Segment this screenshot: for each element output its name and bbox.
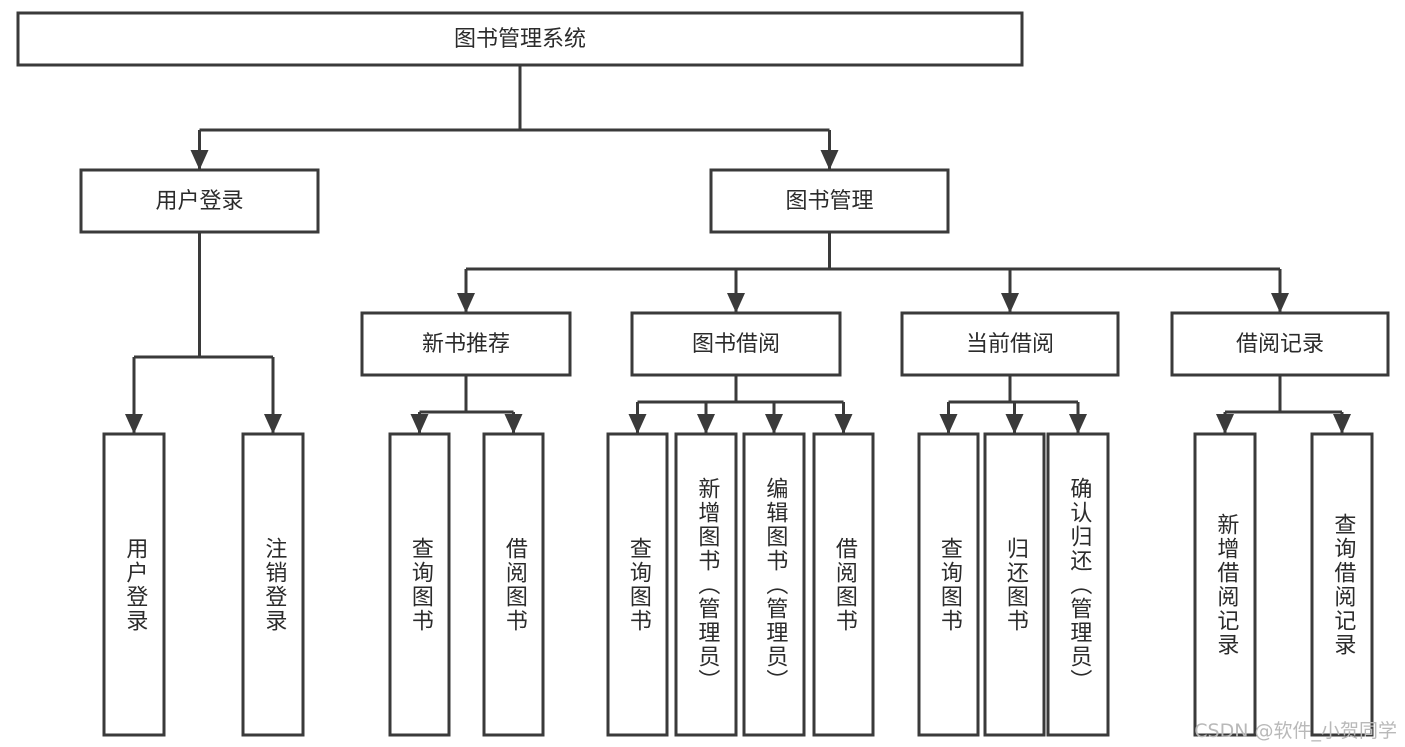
- arrow-head-icon: [1216, 414, 1234, 434]
- arrow-head-icon: [834, 414, 853, 434]
- node-box-leaf-query-book-a[interactable]: [388, 432, 451, 737]
- node-label-root: 图书管理系统: [454, 27, 586, 52]
- node-box-leaf-user-login[interactable]: [102, 432, 166, 737]
- node-box-leaf-confirm-return[interactable]: [1046, 432, 1110, 737]
- node-box-leaf-query-record[interactable]: [1310, 432, 1374, 737]
- node-box-leaf-borrow-book-a[interactable]: [482, 432, 545, 737]
- node-box-root[interactable]: [16, 11, 1024, 67]
- arrow-head-icon: [765, 414, 783, 434]
- node-box-leaf-return-book[interactable]: [983, 432, 1046, 737]
- node-box-leaf-logout[interactable]: [241, 432, 305, 737]
- node-label-borrow-record: 借阅记录: [1236, 332, 1324, 357]
- node-box-leaf-borrow-book-b[interactable]: [812, 432, 875, 737]
- arrow-head-icon: [820, 150, 839, 170]
- node-box-leaf-add-record[interactable]: [1193, 432, 1257, 737]
- node-label-user-login: 用户登录: [155, 189, 243, 214]
- node-label-current-borrow: 当前借阅: [966, 332, 1054, 357]
- arrow-head-icon: [939, 414, 958, 434]
- node-label-book-borrow: 图书借阅: [692, 332, 780, 357]
- node-box-leaf-query-book-c[interactable]: [917, 432, 980, 737]
- arrow-head-icon: [457, 293, 475, 313]
- watermark-text: CSDN @软件_小贺同学: [1194, 720, 1397, 742]
- node-box-leaf-query-book-b[interactable]: [606, 432, 669, 737]
- arrow-head-icon: [697, 414, 715, 434]
- arrow-head-icon: [410, 414, 429, 434]
- arrow-head-icon: [1001, 293, 1019, 313]
- arrow-head-icon: [727, 293, 745, 313]
- arrow-head-icon: [125, 414, 143, 434]
- node-box-leaf-add-book[interactable]: [674, 432, 738, 737]
- arrow-head-icon: [1271, 293, 1289, 313]
- node-box-book-borrow[interactable]: [630, 311, 842, 377]
- node-box-user-login[interactable]: [79, 168, 320, 234]
- arrow-head-icon: [1005, 414, 1024, 434]
- arrow-head-icon: [628, 414, 647, 434]
- node-label-new-book-rec: 新书推荐: [422, 332, 510, 357]
- box-layer: [16, 11, 1390, 737]
- edge-layer: [125, 65, 1351, 434]
- node-label-book-manage: 图书管理: [785, 189, 873, 214]
- node-box-book-manage[interactable]: [709, 168, 950, 234]
- arrow-head-icon: [264, 414, 282, 434]
- arrow-head-icon: [1069, 414, 1087, 434]
- node-box-leaf-edit-book[interactable]: [742, 432, 806, 737]
- node-box-current-borrow[interactable]: [900, 311, 1120, 377]
- arrow-head-icon: [190, 150, 209, 170]
- node-box-borrow-record[interactable]: [1170, 311, 1390, 377]
- arrow-head-icon: [504, 414, 523, 434]
- node-box-new-book-rec[interactable]: [360, 311, 572, 377]
- arrow-head-icon: [1333, 414, 1351, 434]
